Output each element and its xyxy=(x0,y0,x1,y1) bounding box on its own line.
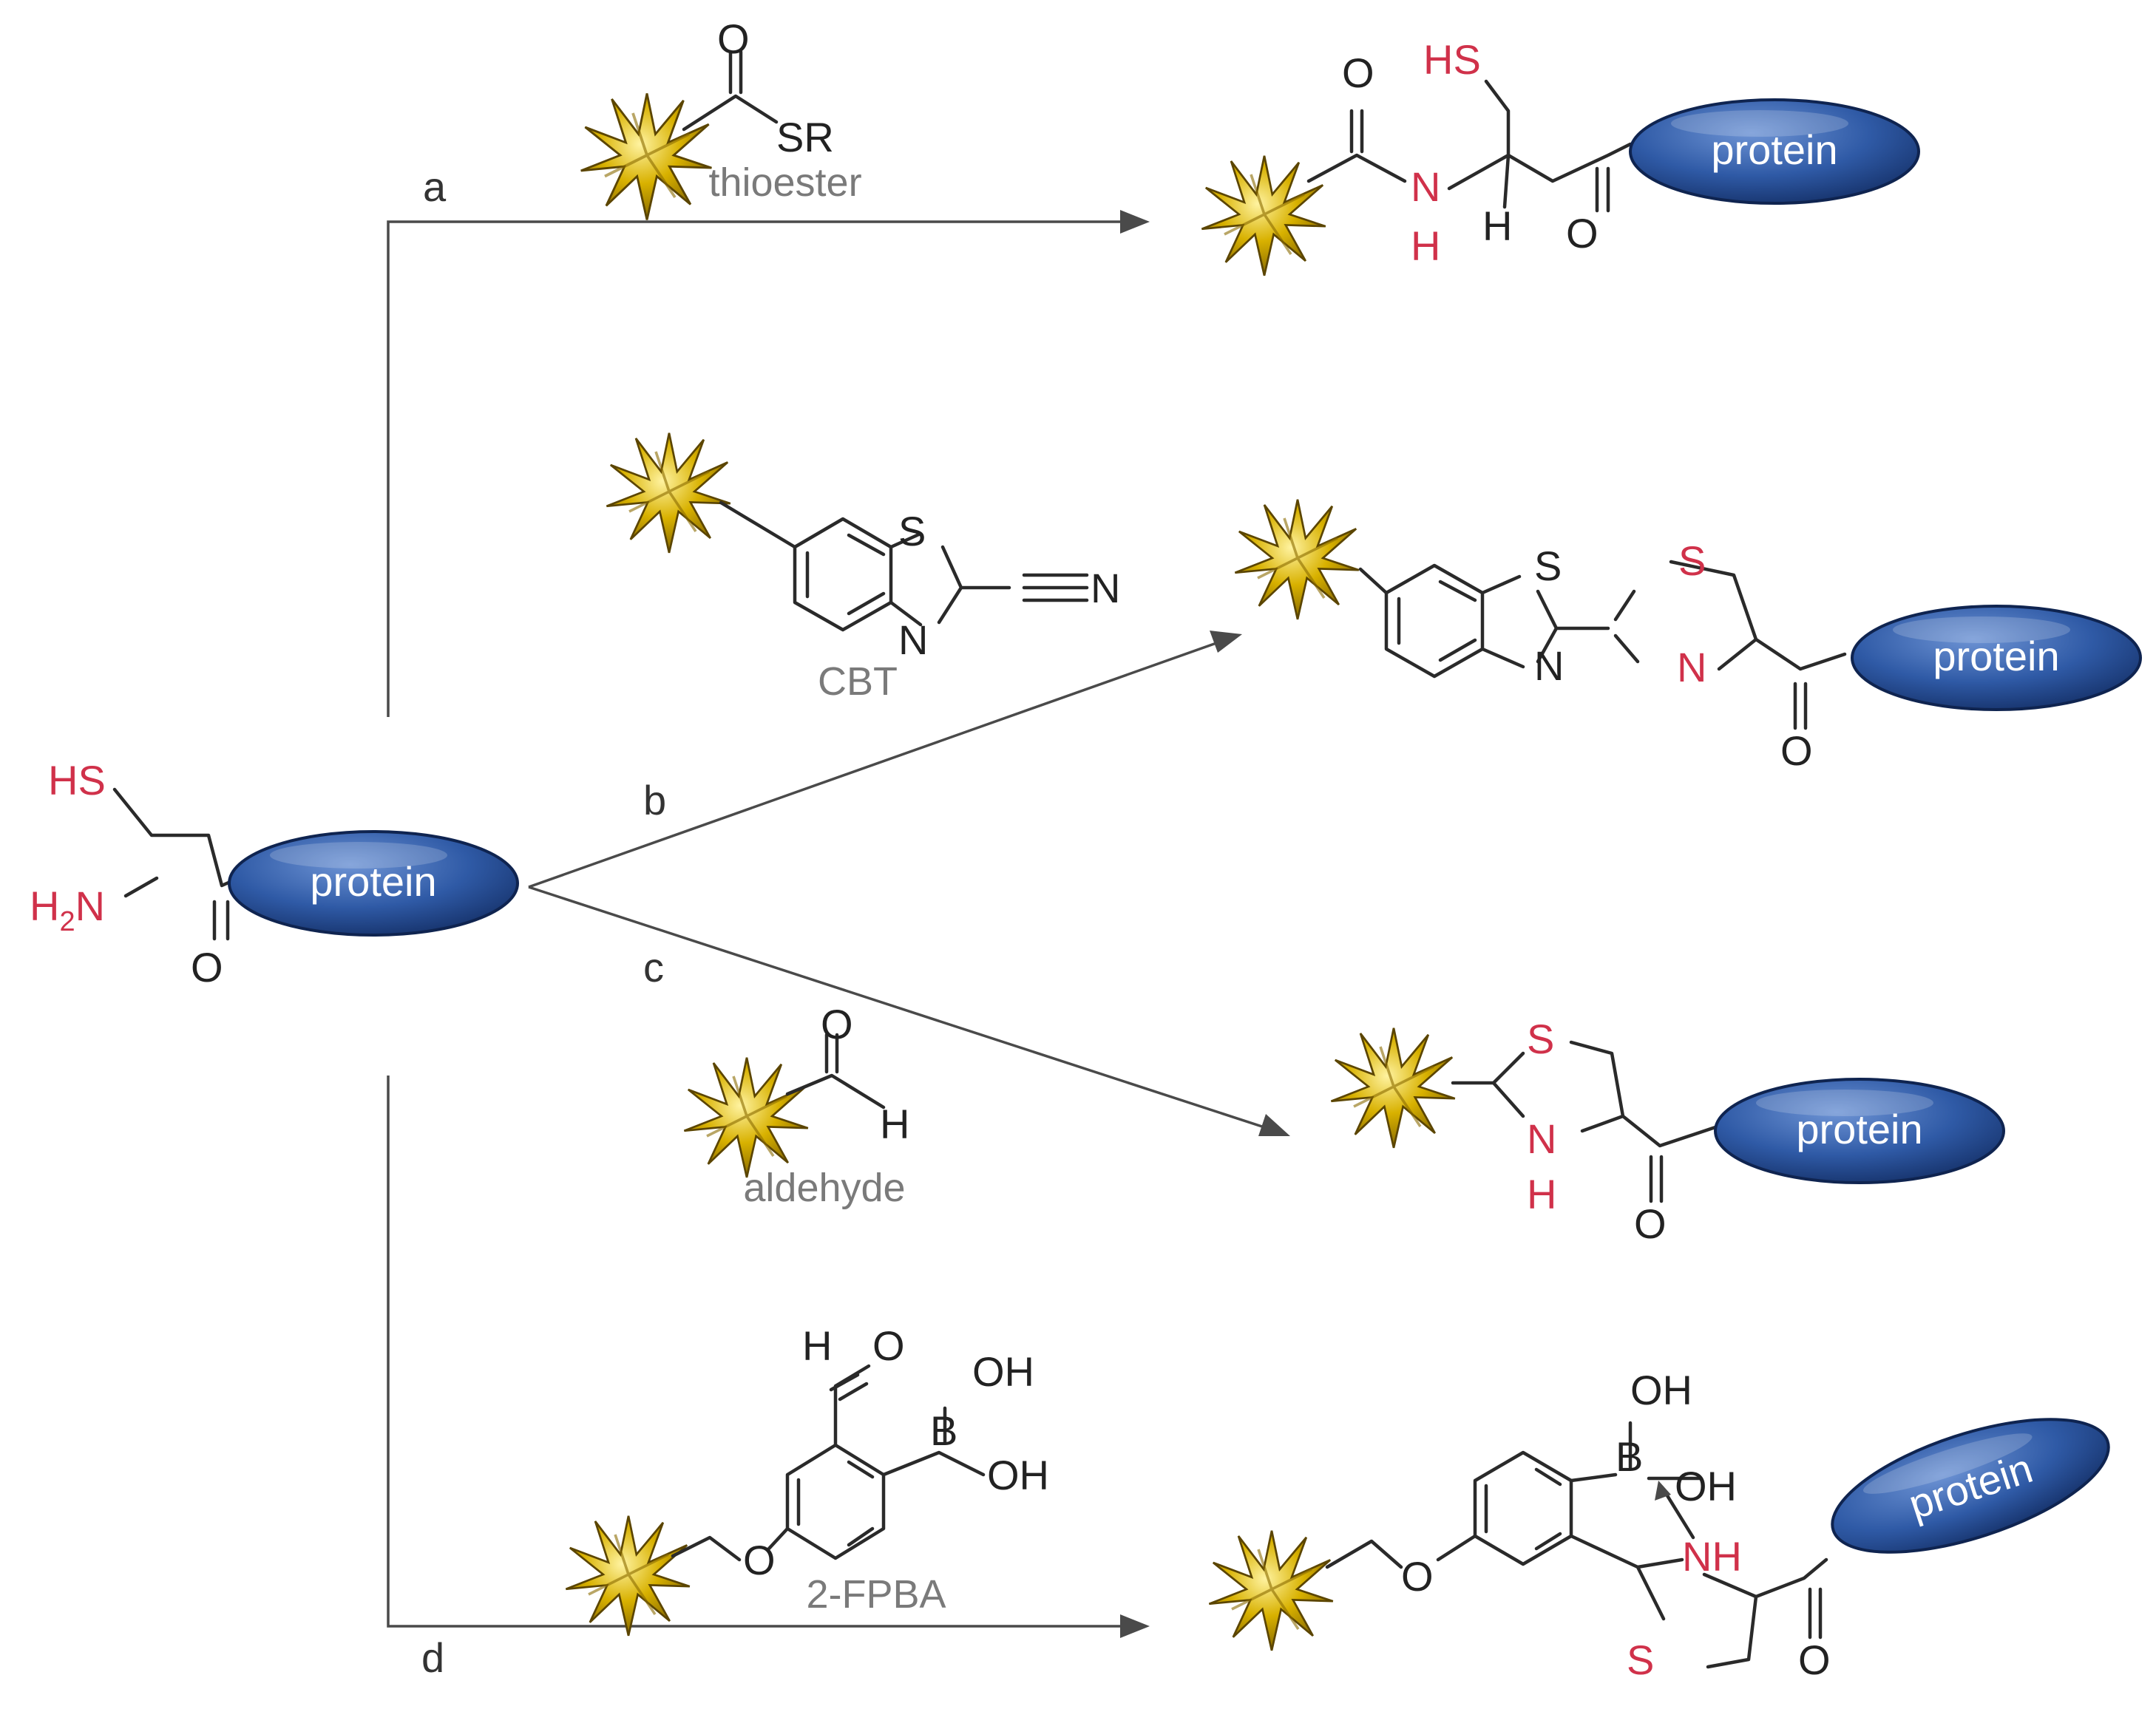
thioester-sr-label: SR xyxy=(776,114,834,160)
arrow-a xyxy=(387,210,1150,717)
fpba-hydroxyl-top: OH xyxy=(972,1348,1034,1395)
thioester-reagent: O SR thioester xyxy=(579,16,862,222)
cbt-reagent: S N N CBT xyxy=(605,431,1120,704)
product-a-amide-h: H xyxy=(1411,222,1440,269)
protein-label: protein xyxy=(310,858,436,905)
product-c-thiazolidine-s: S xyxy=(1527,1016,1554,1062)
fpba-boron: B xyxy=(930,1407,957,1454)
product-a-amide-n: N xyxy=(1411,163,1440,210)
cbt-nitrile-nitrogen-label: N xyxy=(1091,565,1120,611)
fpba-reagent: H O OH B OH O 2-FPBA xyxy=(564,1322,1049,1637)
fpba-hydroxyl-right: OH xyxy=(987,1452,1049,1498)
step-label-c: c xyxy=(643,944,664,991)
aldehyde-caption: aldehyde xyxy=(743,1166,905,1210)
product-a-oxygen-top: O xyxy=(1342,50,1374,96)
fpba-caption: 2-FPBA xyxy=(806,1572,946,1617)
product-d-hydroxyl-right: OH xyxy=(1675,1463,1737,1509)
product-a-oxygen-bottom: O xyxy=(1566,210,1599,256)
product-d-hydroxyl-top: OH xyxy=(1630,1367,1692,1413)
amine-label: H2N xyxy=(30,883,105,937)
fluorophore-star-icon xyxy=(579,92,713,222)
fluorophore-star-icon xyxy=(682,1056,810,1179)
step-label-b: b xyxy=(643,777,666,823)
product-c-thiazolidine-n: N xyxy=(1527,1115,1556,1162)
n-terminal-cysteine-protein: HS H2N O protein xyxy=(30,757,519,991)
product-b-thiazoline-s: S xyxy=(1678,537,1706,584)
product-a-thiol-label: HS xyxy=(1423,36,1481,83)
product-d-boron: B xyxy=(1616,1433,1643,1480)
product-b-benzothiazole-n: N xyxy=(1534,642,1564,689)
product-b-carbonyl-oxygen: O xyxy=(1780,727,1813,774)
fluorophore-star-icon xyxy=(564,1515,691,1637)
product-a-native-amide: O HS N H H O protein xyxy=(1200,36,1920,277)
arrow-b xyxy=(528,631,1242,889)
reaction-arrows: a b c d xyxy=(387,163,1290,1681)
product-c-carbonyl-oxygen: O xyxy=(1634,1200,1667,1247)
product-d-thiazolidine-s: S xyxy=(1627,1637,1654,1683)
product-d-carbonyl-oxygen: O xyxy=(1798,1637,1831,1683)
fpba-aldehyde-h: H xyxy=(802,1322,832,1369)
cbt-ring-nitrogen-label: N xyxy=(898,616,928,663)
product-c-thiazolidine: S N H O protein xyxy=(1329,1016,2005,1247)
fpba-ether-oxygen: O xyxy=(743,1537,776,1583)
arrow-d xyxy=(387,1076,1150,1638)
step-label-a: a xyxy=(423,163,447,210)
product-c-thiazolidine-h: H xyxy=(1527,1171,1556,1217)
fluorophore-star-icon xyxy=(1207,1529,1335,1652)
fluorophore-star-icon xyxy=(1200,154,1327,277)
product-b-benzothiazole-s: S xyxy=(1534,543,1562,589)
protein-label: protein xyxy=(1711,126,1837,173)
product-d-boronate-thiazolidine: OH B OH NH O S O protein xyxy=(1207,1367,2126,1683)
step-label-d: d xyxy=(421,1634,444,1681)
product-d-amine-nh: NH xyxy=(1682,1533,1742,1580)
fpba-aldehyde-o: O xyxy=(872,1322,905,1369)
product-a-alpha-h: H xyxy=(1482,203,1512,249)
cbt-caption: CBT xyxy=(818,659,898,704)
aldehyde-oxygen-label: O xyxy=(821,1001,853,1047)
cbt-sulfur-label: S xyxy=(898,508,926,554)
product-b-thiazoline-n: N xyxy=(1677,644,1706,690)
thioester-caption: thioester xyxy=(708,160,861,205)
fluorophore-star-icon xyxy=(1233,497,1360,621)
thiol-label: HS xyxy=(48,757,106,803)
fluorophore-star-icon xyxy=(605,431,732,554)
carbonyl-oxygen-label: O xyxy=(191,944,223,991)
product-d-ether-oxygen: O xyxy=(1401,1553,1434,1600)
reagent-oxygen-label: O xyxy=(717,16,750,62)
aldehyde-hydrogen-label: H xyxy=(880,1101,909,1147)
product-b-luciferin-linkage: S N S N O protein xyxy=(1233,497,2142,774)
fluorophore-star-icon xyxy=(1329,1027,1457,1149)
arrow-c xyxy=(528,886,1290,1136)
protein-label: protein xyxy=(1933,633,2059,679)
aldehyde-reagent: O H aldehyde xyxy=(682,1001,909,1210)
protein-label: protein xyxy=(1796,1106,1922,1152)
